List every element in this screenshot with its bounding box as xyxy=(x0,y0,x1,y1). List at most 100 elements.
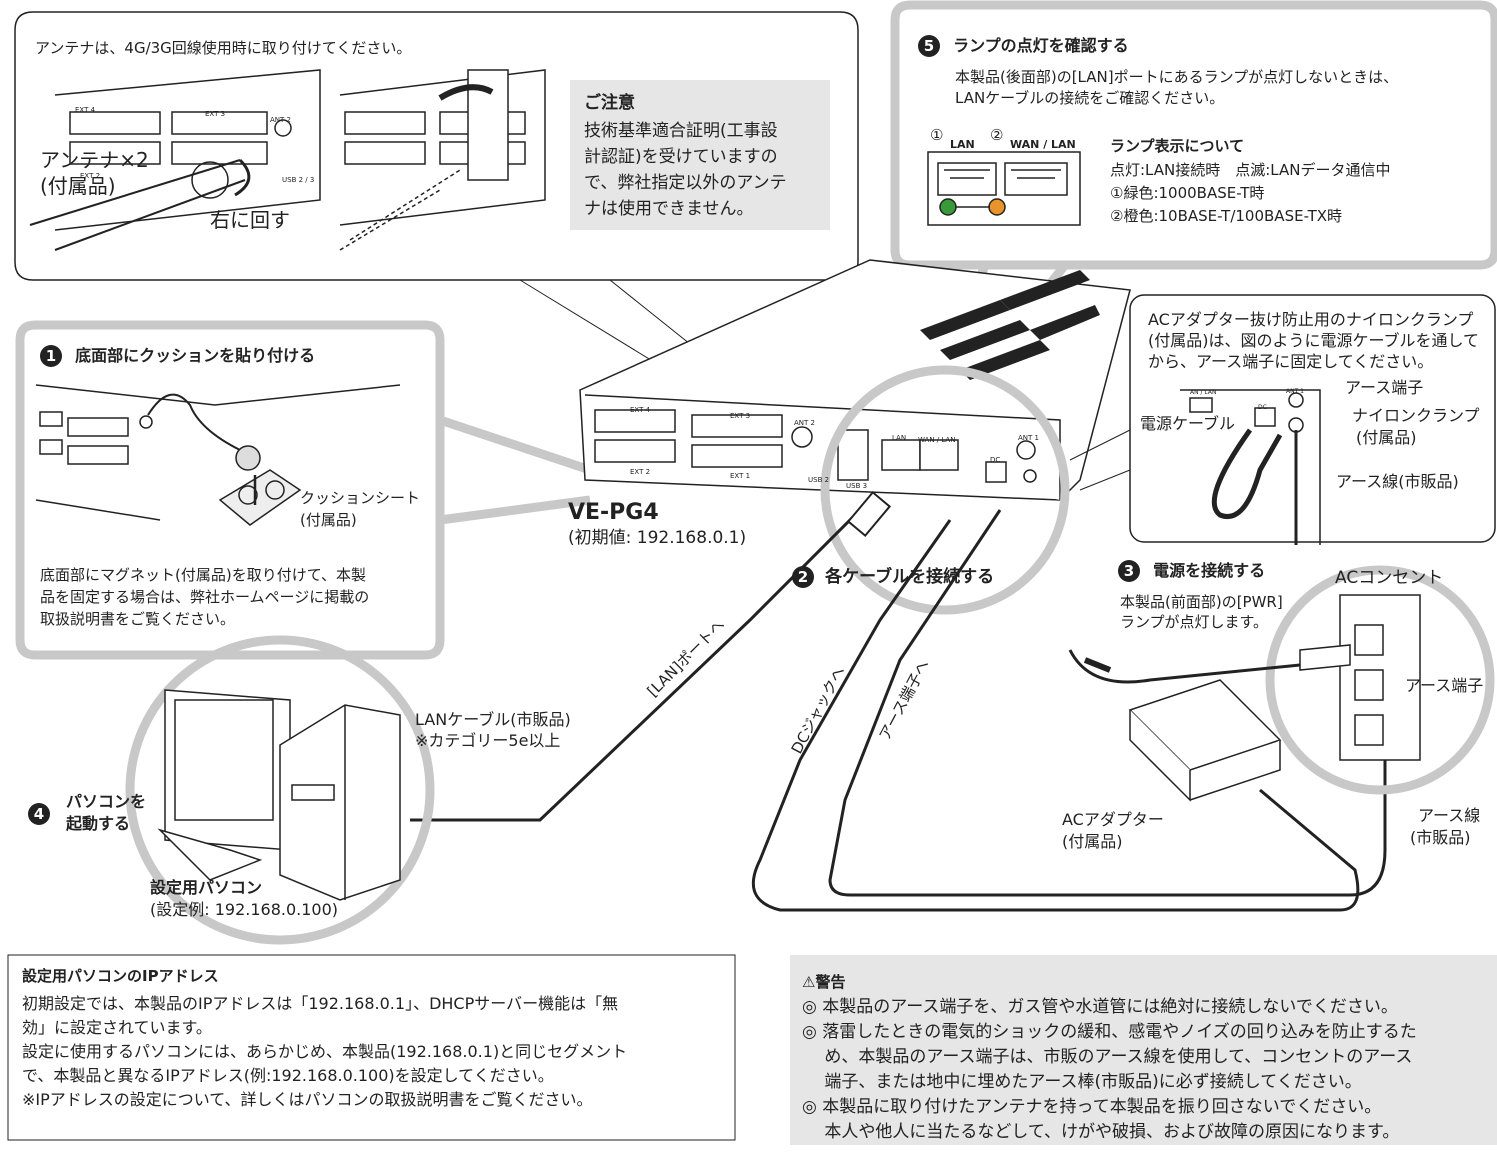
warning-line: め、本製品のアース端子は、市販のアース線を使用して、コンセントのアース xyxy=(802,1047,1413,1067)
step1-title: 底面部にクッションを貼り付ける xyxy=(75,346,316,365)
step2-header: 2 各ケーブルを接続する xyxy=(792,566,994,588)
clamp-port-ant1: ANT 1 xyxy=(1286,388,1304,395)
wan-port-marker: ② xyxy=(990,126,1004,144)
warning-line: ◎ 本製品のアース端子を、ガス管や水道管には絶対に接続しないでください。 xyxy=(802,997,1398,1017)
lan-port-diagram xyxy=(927,151,1081,226)
step3-header: 3 電源を接続する xyxy=(1118,560,1265,582)
ip-box-line: 効」に設定されています。 xyxy=(22,1018,212,1037)
warning-line: 端子、または地中に埋めたアース棒(市販品)に必ず接続してください。 xyxy=(802,1072,1362,1092)
step1-desc-1: 底面部にマグネット(付属品)を取り付けて、本製 xyxy=(40,566,366,584)
lamp-line-1: 点灯:LAN接続時 点滅:LANデータ通信中 xyxy=(1110,161,1391,179)
device-port-wanlan: WAN / LAN xyxy=(918,436,956,444)
warning-title: ⚠警告 xyxy=(802,973,846,991)
pc-example-ip: (設定例: 192.168.0.100) xyxy=(150,900,339,919)
lamp-line-2: ①緑色:1000BASE-T時 xyxy=(1110,184,1265,202)
warning-line: ◎ 本製品に取り付けたアンテナを持って本製品を振り回さないでください。 xyxy=(802,1097,1382,1117)
device-name: VE-PG4 xyxy=(568,500,659,525)
clamp-power-cable: 電源ケーブル xyxy=(1140,414,1236,433)
antenna-port-ext2: EXT 2 xyxy=(80,172,101,180)
pc-highlight-ring xyxy=(125,635,435,945)
step5-desc-1: 本製品(後面部)の[LAN]ポートにあるランプが点灯しないときは、 xyxy=(955,68,1399,86)
step5-desc-2: LANケーブルの接続をご確認ください。 xyxy=(955,89,1225,107)
device-port-ext1: EXT 1 xyxy=(730,472,751,480)
caution-line: ナは使用できません。 xyxy=(584,199,754,219)
antenna-instruction: アンテナは、4G/3G回線使用時に取り付けてください。 xyxy=(35,39,412,57)
device-port-dc: DC xyxy=(990,456,1001,464)
clamp-earth-terminal: アース端子 xyxy=(1345,378,1424,397)
clamp-desc-1: ACアダプター抜け防止用のナイロンクランプ xyxy=(1148,310,1474,329)
antenna-device-left xyxy=(29,69,321,251)
step1-desc-2: 品を固定する場合は、弊社ホームページに掲載の xyxy=(40,588,370,606)
step5-number: 5 xyxy=(918,35,940,57)
outlet-earth-label: アース端子 xyxy=(1405,676,1484,695)
step1-desc-3: 取扱説明書をご覧ください。 xyxy=(40,610,236,628)
pc-label: 設定用パソコン xyxy=(150,878,263,897)
device-port-ant1: ANT 1 xyxy=(1018,434,1039,442)
caution-box-bg xyxy=(570,80,830,230)
rotate-label: 右に回す xyxy=(210,208,290,232)
ip-box-line: ※IPアドレスの設定について、詳しくはパソコンの取扱説明書をご覧ください。 xyxy=(22,1090,593,1109)
warning-body: ◎ 本製品のアース端子を、ガス管や水道管には絶対に接続しないでください。 ◎ 落… xyxy=(802,995,1417,1145)
step3-number: 3 xyxy=(1118,560,1140,582)
cushion-illustration xyxy=(35,384,401,526)
antenna-label: アンテナ×2 xyxy=(40,148,149,172)
device-port-ant2: ANT 2 xyxy=(794,419,815,427)
caution-line: 技術基準適合証明(工事設 xyxy=(584,121,778,141)
step4-number-wrap: 4 xyxy=(28,803,50,825)
step3-desc-1: 本製品(前面部)の[PWR] xyxy=(1120,593,1283,611)
ip-box-body: 初期設定では、本製品のIPアドレスは「192.168.0.1」、DHCPサーバー… xyxy=(22,992,627,1112)
step5-header: 5 ランプの点灯を確認する xyxy=(918,35,1129,57)
step5-title: ランプの点灯を確認する xyxy=(953,36,1129,55)
clamp-nylon-clamp-note: (付属品) xyxy=(1356,428,1417,447)
lan-port-label: LAN xyxy=(950,138,975,151)
step1-frame xyxy=(15,320,445,660)
step1-pointer xyxy=(438,415,592,525)
warning-line: ◎ 落雷したときの電気的ショックの緩和、感電やノイズの回り込みを防止するた xyxy=(802,1022,1417,1042)
step1-number: 1 xyxy=(40,345,62,367)
clamp-port-dc: DC xyxy=(1258,404,1267,411)
pc-illustration xyxy=(157,689,401,901)
port-highlight-ring xyxy=(820,365,1070,615)
clamp-callout-pointer xyxy=(1069,429,1131,491)
outlet-highlight-ring xyxy=(1265,565,1495,795)
clamp-earth-wire: アース線(市販品) xyxy=(1336,472,1459,491)
adapter-note: (付属品) xyxy=(1062,832,1123,851)
caution-line: で、弊社指定以外のアンテ xyxy=(584,173,787,193)
step2-title: 各ケーブルを接続する xyxy=(825,567,995,587)
device-port-usb3: USB 3 xyxy=(846,482,868,490)
step3-desc-2: ランプが点灯します。 xyxy=(1120,613,1269,631)
device-port-ext2: EXT 2 xyxy=(630,468,651,476)
earth-wire-label: アース線 xyxy=(1418,806,1481,825)
step4-title-1: パソコンを xyxy=(66,792,147,811)
device-port-lan: LAN xyxy=(892,434,907,442)
adapter-label: ACアダプター xyxy=(1062,810,1164,829)
ac-adapter xyxy=(1068,644,1351,802)
clamp-desc-2: (付属品)は、図のように電源ケーブルを通して xyxy=(1148,331,1480,350)
caution-line: 計認証)を受けていますの xyxy=(584,147,778,167)
ac-outlet xyxy=(1339,594,1421,761)
lamp-line-3: ②橙色:10BASE-T/100BASE-TX時 xyxy=(1110,207,1343,225)
ip-box-line: 初期設定では、本製品のIPアドレスは「192.168.0.1」、DHCPサーバー… xyxy=(22,994,619,1013)
clamp-desc-3: から、アース端子に固定してください。 xyxy=(1148,352,1434,371)
device-port-usb2: USB 2 xyxy=(808,476,830,484)
cushion-sheet-note: (付属品) xyxy=(300,511,357,529)
antenna-port-ant2: ANT 2 xyxy=(270,116,291,124)
earth-wire-note: (市販品) xyxy=(1410,828,1471,847)
step2-number: 2 xyxy=(792,566,814,588)
clamp-nylon-clamp: ナイロンクランプ xyxy=(1352,406,1480,425)
step4-title-2: 起動する xyxy=(66,814,131,833)
step1-header: 1 底面部にクッションを貼り付ける xyxy=(40,345,315,367)
outlet-label: ACコンセント xyxy=(1335,568,1444,588)
main-device xyxy=(579,259,1131,501)
caution-title: ご注意 xyxy=(584,93,635,113)
lan-port-marker: ① xyxy=(930,126,944,144)
ip-box-title: 設定用パソコンのIPアドレス xyxy=(22,967,219,985)
step4-number: 4 xyxy=(28,803,50,825)
antenna-device-right xyxy=(339,69,546,251)
antenna-note: (付属品) xyxy=(40,174,116,198)
step3-title: 電源を接続する xyxy=(1153,561,1266,580)
lan-cable-label: LANケーブル(市販品) xyxy=(415,710,571,729)
ip-box-line: 設定に使用するパソコンには、あらかじめ、本製品(192.168.0.1)と同じセ… xyxy=(22,1042,628,1061)
clamp-illustration xyxy=(1180,389,1321,545)
